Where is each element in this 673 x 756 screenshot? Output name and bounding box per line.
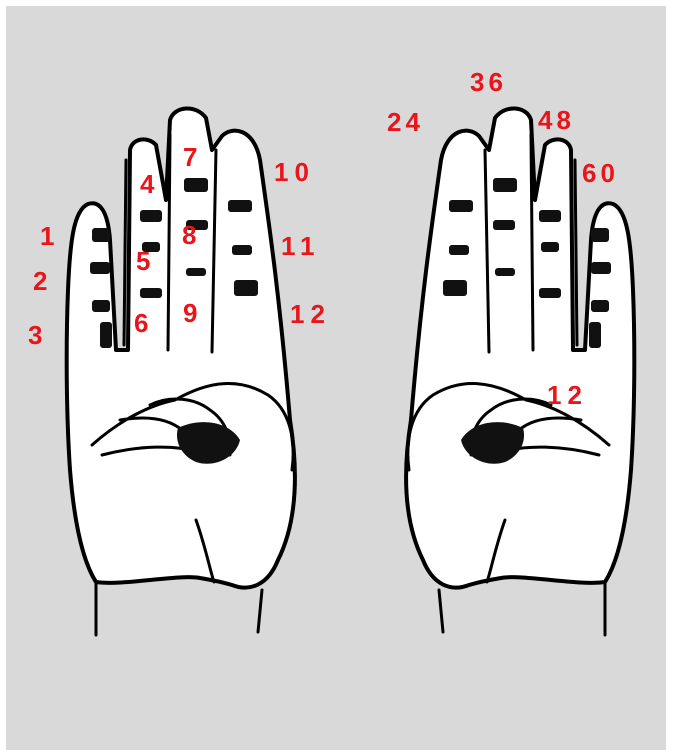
left-label-9: 9 xyxy=(183,298,197,328)
right-label-48: 48 xyxy=(538,105,575,135)
left-label-6: 6 xyxy=(134,308,148,338)
left-label-4: 4 xyxy=(140,169,155,199)
left-label-11: 11 xyxy=(281,231,321,261)
left-label-12: 12 xyxy=(290,299,331,329)
left-label-5: 5 xyxy=(136,246,150,276)
left-label-10: 10 xyxy=(274,157,315,187)
left-label-1: 1 xyxy=(40,221,54,251)
left-hand xyxy=(67,108,295,635)
left-label-7: 7 xyxy=(183,142,197,172)
left-finger-gap-1 xyxy=(124,160,126,345)
right-label-60: 60 xyxy=(582,158,619,188)
right-label-12: 12 xyxy=(547,380,588,410)
left-label-8: 8 xyxy=(182,220,196,250)
right-label-36: 36 xyxy=(470,67,507,97)
left-label-3: 3 xyxy=(28,320,42,350)
left-hand-outline xyxy=(67,108,295,587)
left-finger-gap-2 xyxy=(168,135,170,350)
left-wrist-line-right xyxy=(258,590,262,632)
right-label-24: 24 xyxy=(387,107,424,137)
left-label-2: 2 xyxy=(33,266,47,296)
